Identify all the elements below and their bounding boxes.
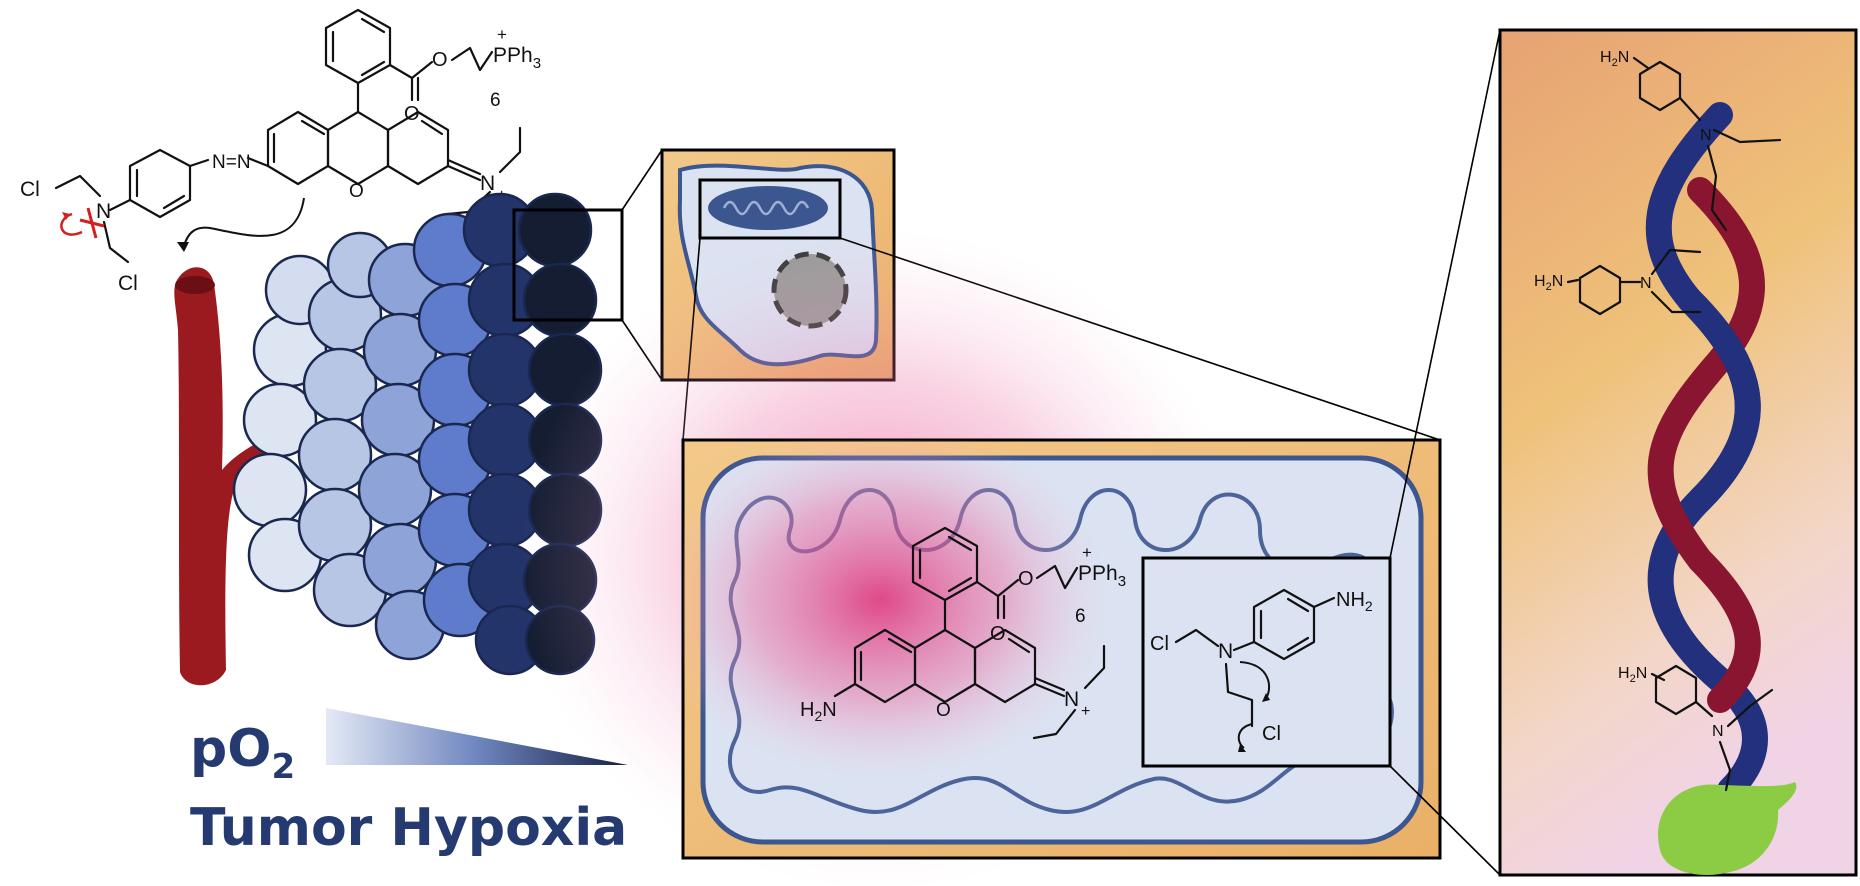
dna-n-3: N	[1712, 723, 1724, 740]
po2-label: pO2	[190, 719, 295, 787]
mustard-zoom-box	[1141, 556, 1392, 768]
mustard-nh2-label: NH2	[1336, 589, 1373, 614]
rhodamine-structure: O O 6 PPh3 + O H2N N +	[800, 526, 1126, 740]
tumor-spheroid-icon	[232, 192, 603, 676]
chain-length-label: 6	[490, 90, 501, 111]
mustard-cl-2: Cl	[1262, 723, 1281, 745]
prodrug-structure: O O 6 PPh3 + O N + N=N N Cl	[20, 8, 541, 295]
rhod-iminium-charge: +	[1081, 703, 1090, 720]
dna-amine-2: H2N	[1534, 273, 1563, 293]
blood-vessel-icon	[174, 267, 322, 686]
pph3-label: PPh3	[493, 44, 541, 72]
rhod-ester-o: O	[1018, 568, 1034, 590]
protein-icon	[1658, 782, 1797, 876]
mustard-cl-1: Cl	[1150, 633, 1169, 655]
tumor-hypoxia-label: Tumor Hypoxia	[190, 798, 627, 858]
cl-label-1: Cl	[20, 178, 40, 201]
iminium-n-label: N	[480, 172, 495, 195]
tumor-zoom-box	[512, 208, 624, 322]
aniline-mustard-structure: NH2 N Cl Cl	[1150, 588, 1373, 752]
azo-label: N=N	[212, 152, 251, 173]
mitochondrion-icon	[708, 186, 828, 230]
rhod-pph3-label: PPh3	[1078, 562, 1126, 590]
po2-gradient-wedge	[326, 708, 628, 765]
phosphonium-charge: +	[497, 25, 507, 44]
carbonyl-o-label: O	[404, 103, 420, 125]
rhod-amine-label: H2N	[800, 699, 837, 724]
mustard-n-label: N	[96, 200, 111, 223]
mustard-n: N	[1218, 640, 1233, 663]
dna-crosslink-structures: H2N N H2N N H2N N	[1534, 49, 1782, 792]
rhod-xanthene-o: O	[936, 700, 951, 721]
dna-double-helix-icon	[1645, 102, 1768, 803]
dna-n-2: N	[1640, 275, 1652, 292]
xanthene-o-label: O	[349, 181, 364, 202]
dna-amine-1: H2N	[1600, 49, 1629, 69]
dna-panel	[1498, 28, 1858, 877]
rhod-chain-length: 6	[1075, 606, 1086, 627]
dna-n-1: N	[1700, 127, 1712, 144]
rhod-phosphonium-charge: +	[1082, 543, 1092, 562]
rhod-iminium-n: N	[1064, 688, 1079, 711]
ester-o-label: O	[432, 49, 448, 71]
dna-amine-3: H2N	[1618, 665, 1647, 685]
cl-label-2: Cl	[118, 272, 138, 295]
oxygen-gradient-legend: pO2 Tumor Hypoxia	[190, 708, 628, 858]
